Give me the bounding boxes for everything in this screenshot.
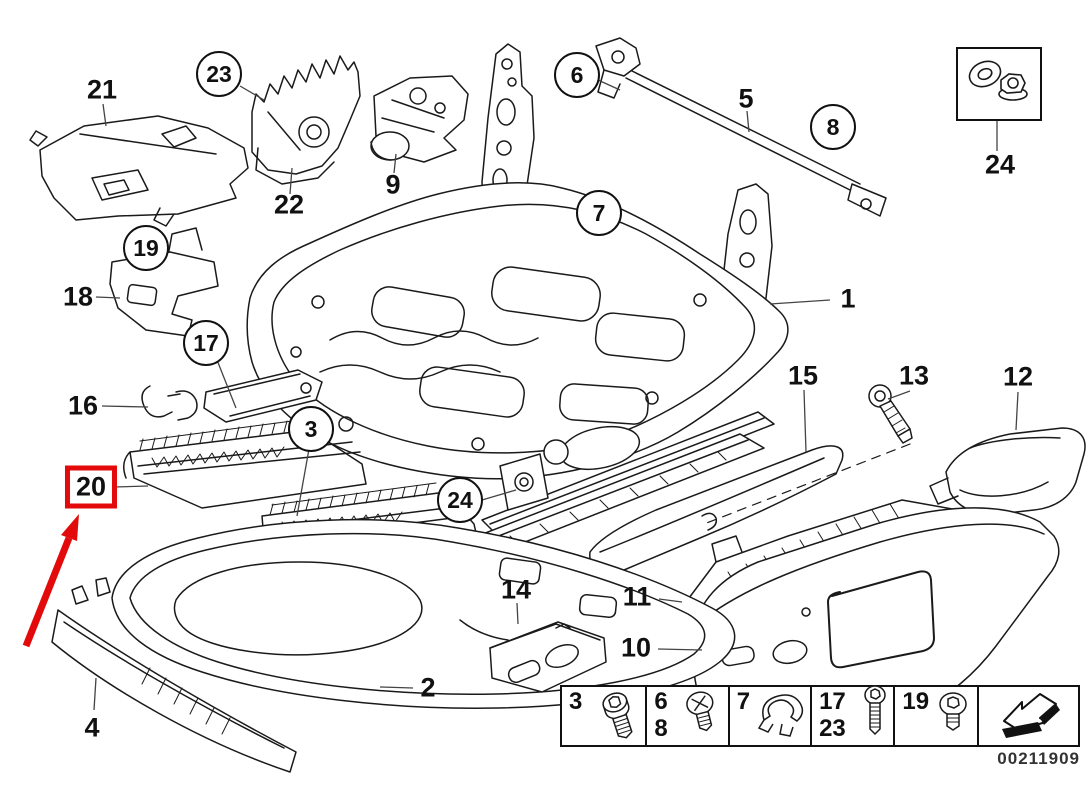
legend-cell-6-8: 6 8 [647,687,730,745]
leader-lines [93,79,1019,711]
installation-direction-arrow-icon [1002,693,1060,738]
callout-7[interactable]: 7 [576,190,622,236]
callout-1[interactable]: 1 [840,283,856,314]
part-9-shield [370,75,469,163]
legend-label: 19 [902,688,930,715]
callout-23[interactable]: 23 [196,51,242,97]
part-12-cover [929,427,1086,516]
part-23-ratchet [251,55,361,185]
rail-bolt-24 [514,472,534,492]
hardware-box-icons [968,60,1028,101]
callout-14[interactable]: 14 [500,574,532,605]
legend-label: 7 [736,688,751,715]
part-14-switch [489,621,607,693]
part-6-clamp [595,37,641,99]
callout-9[interactable]: 9 [385,169,401,200]
callout-6[interactable]: 6 [554,52,600,98]
legend-cell-17-23: 17 23 [812,685,896,745]
fastener-legend: 3 6 8 [560,685,1080,747]
torx-screw-short-icon [939,692,967,731]
callout-11[interactable]: 11 [622,581,652,612]
callout-20-highlighted[interactable]: 20 [64,465,118,509]
legend-label: 8 [654,715,668,742]
part-5-strut [625,69,887,217]
callout-8[interactable]: 8 [810,104,856,150]
torx-screw-long-icon [864,685,887,736]
part-17-guide [203,369,323,423]
legend-label: 23 [819,715,846,742]
callout-13[interactable]: 13 [898,360,930,391]
phillips-pan-screw-icon [685,691,714,732]
callout-15[interactable]: 15 [787,360,819,391]
legend-label: 6 [654,688,668,715]
part-21-bracket [29,115,249,227]
hardware-box [956,47,1042,121]
callout-22[interactable]: 22 [273,189,305,220]
document-number: 00211909 [997,749,1080,768]
socket-head-screw-icon [602,692,633,739]
flange-nut-icon [998,73,1028,101]
seat-rails [443,411,775,571]
callout-12[interactable]: 12 [1002,361,1034,392]
part-4-front-trim [51,577,297,773]
callout-18[interactable]: 18 [62,281,94,312]
part-22-bracket [255,147,335,185]
legend-label: 3 [569,688,583,715]
legend-cell-3: 3 [562,687,648,745]
legend-label: 17 [819,688,846,715]
part-13-bolt [703,384,913,525]
callout-24-top[interactable]: 24 [984,149,1016,180]
part-18-bracket [109,227,219,337]
callout-17[interactable]: 17 [183,320,229,366]
legend-cell-19: 19 [895,687,979,745]
washer-icon [968,60,1002,88]
callout-3[interactable]: 3 [288,406,334,452]
callout-19[interactable]: 19 [123,225,169,271]
part-7-seat-frame [246,182,789,480]
callout-4[interactable]: 4 [84,712,100,743]
callout-24-mid[interactable]: 24 [437,477,483,523]
callout-10[interactable]: 10 [620,632,652,663]
highlight-arrow [22,514,79,648]
callout-2[interactable]: 2 [420,672,436,703]
callout-16[interactable]: 16 [67,390,99,421]
spring-clip-icon [757,694,804,737]
legend-cell-direction [979,687,1078,745]
legend-cell-7: 7 [730,687,813,745]
callout-21[interactable]: 21 [86,74,118,105]
callout-5[interactable]: 5 [738,83,754,114]
part-16-clamp [141,385,198,421]
